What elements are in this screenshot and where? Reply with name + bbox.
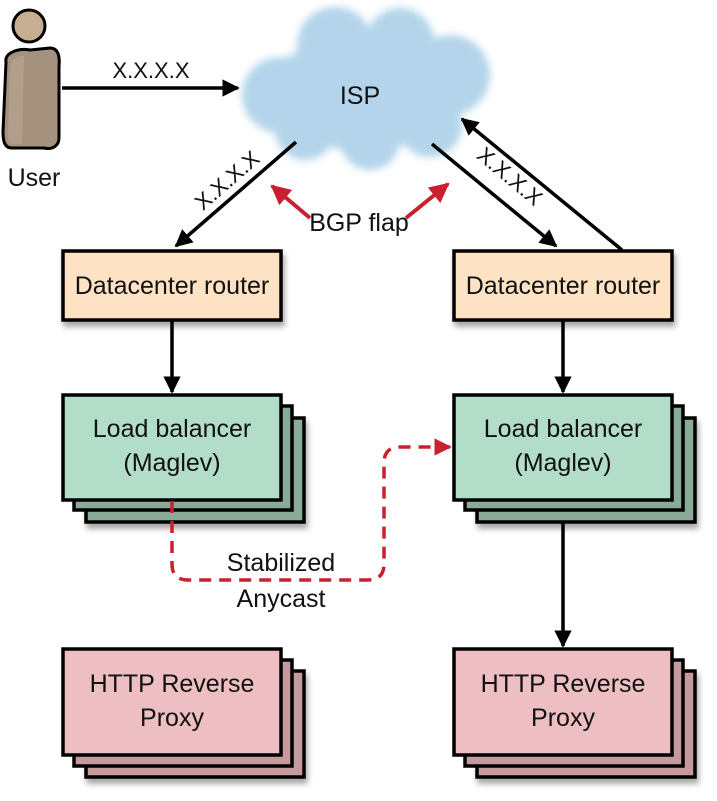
right-router-label: Datacenter router xyxy=(466,272,661,300)
right-proxy-label-line1: HTTP Reverse xyxy=(481,670,646,698)
user-to-isp-label: X.X.X.X xyxy=(112,58,189,83)
left-load-balancer-stack: Load balancer (Maglev) xyxy=(61,393,306,524)
right-datacenter-router: Datacenter router xyxy=(452,249,674,322)
bgp-flap-left-arrow xyxy=(270,184,312,220)
left-proxy-label-line1: HTTP Reverse xyxy=(90,670,255,698)
isp-label: ISP xyxy=(340,82,380,110)
user-icon xyxy=(1,8,61,150)
right-router-to-isp-arrow xyxy=(460,117,624,252)
stabilized-anycast-path xyxy=(170,438,452,582)
right-http-proxy-stack: HTTP Reverse Proxy xyxy=(452,647,697,779)
right-lb-label-line2: (Maglev) xyxy=(514,449,611,477)
bgp-flap-label: BGP flap xyxy=(309,209,409,237)
user-label: User xyxy=(8,164,61,192)
stabilized-anycast-label-line1: Stabilized xyxy=(227,549,335,577)
stabilized-anycast-label-line2: Anycast xyxy=(237,585,326,613)
isp-to-right-router-arrow xyxy=(430,142,558,248)
bgp-flap-right-arrow xyxy=(404,182,450,220)
left-lb-label-line1: Load balancer xyxy=(93,415,251,443)
isp-to-right-router-label: X.X.X.X xyxy=(472,142,547,211)
left-proxy-label-line2: Proxy xyxy=(140,704,204,732)
isp-to-left-router-arrow xyxy=(174,140,298,248)
left-http-proxy-stack: HTTP Reverse Proxy xyxy=(61,647,306,779)
right-lb-label-line1: Load balancer xyxy=(484,415,642,443)
left-router-label: Datacenter router xyxy=(75,272,270,300)
left-lb-label-line2: (Maglev) xyxy=(123,449,220,477)
left-datacenter-router: Datacenter router xyxy=(61,249,283,322)
right-load-balancer-stack: Load balancer (Maglev) xyxy=(452,393,697,524)
right-proxy-label-line2: Proxy xyxy=(531,704,595,732)
isp-cloud xyxy=(242,7,490,170)
